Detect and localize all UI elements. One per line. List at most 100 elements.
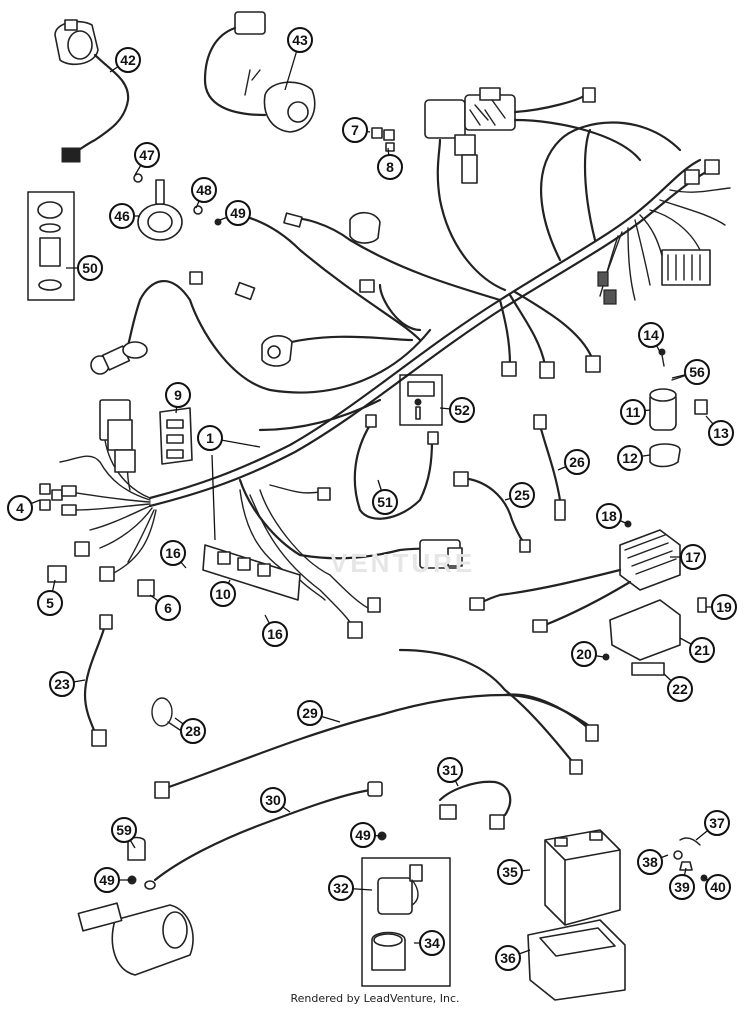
callout-circle — [115, 47, 141, 73]
callout-number: 29 — [302, 705, 318, 721]
callout-25: 25 — [504, 482, 535, 508]
callout-circle — [297, 700, 323, 726]
callout-circle — [705, 874, 731, 900]
bracket-21 — [602, 597, 707, 676]
bracket-10 — [202, 454, 301, 601]
callout-11: 11 — [620, 399, 651, 425]
callout-49: 49 — [350, 822, 383, 848]
callout-16: 16 — [262, 614, 288, 647]
callout-5: 5 — [37, 579, 63, 616]
callout-circle — [638, 322, 664, 348]
callout-8: 8 — [377, 147, 403, 180]
callout-59: 59 — [111, 817, 137, 849]
callout-circle — [711, 594, 737, 620]
callout-37: 37 — [695, 810, 730, 841]
callout-10: 10 — [210, 579, 236, 607]
callout-circle — [571, 641, 597, 667]
callout-number: 14 — [643, 327, 659, 343]
callout-circle — [260, 787, 286, 813]
regulator-17 — [469, 520, 681, 633]
battery-box-36 — [527, 919, 626, 1001]
box-item-50 — [27, 191, 75, 301]
callout-circle — [689, 637, 715, 663]
callout-number: 42 — [120, 52, 136, 68]
connectors-right-middle — [317, 487, 463, 639]
callout-circle — [495, 945, 521, 971]
callout-circle — [210, 581, 236, 607]
callout-number: 20 — [576, 646, 592, 662]
callout-39: 39 — [669, 867, 695, 900]
callout-13: 13 — [705, 415, 734, 446]
callout-number: 43 — [292, 32, 308, 48]
callout-number: 49 — [230, 205, 246, 221]
callout-number: 28 — [185, 723, 201, 739]
callout-40: 40 — [701, 874, 731, 900]
callout-circle — [667, 676, 693, 702]
callout-number: 10 — [215, 586, 231, 602]
callout-22: 22 — [663, 673, 693, 702]
callout-number: 48 — [196, 182, 212, 198]
callout-30: 30 — [260, 787, 291, 813]
callout-number: 4 — [16, 500, 24, 516]
callout-7: 7 — [342, 117, 371, 143]
callout-number: 16 — [165, 545, 181, 561]
callout-circle — [617, 445, 643, 471]
callout-circle — [449, 397, 475, 423]
horn-46 — [133, 173, 222, 241]
callout-29: 29 — [297, 700, 341, 726]
cable-tie-28 — [151, 697, 181, 731]
callout-21: 21 — [679, 637, 715, 663]
connector-block-right — [597, 159, 720, 305]
callout-circle — [77, 255, 103, 281]
switch-42 — [54, 19, 130, 163]
callout-20: 20 — [571, 641, 605, 667]
callout-circle — [225, 200, 251, 226]
callout-number: 1 — [206, 430, 214, 446]
callout-42: 42 — [109, 47, 141, 73]
callout-number: 36 — [500, 950, 516, 966]
callout-circle — [160, 540, 186, 566]
callout-circle — [704, 810, 730, 836]
callout-circle — [155, 595, 181, 621]
callout-number: 13 — [713, 425, 729, 441]
callout-number: 51 — [377, 494, 393, 510]
callout-32: 32 — [328, 875, 373, 901]
callout-38: 38 — [637, 849, 669, 875]
callout-56: 56 — [671, 359, 710, 385]
callout-circle — [7, 495, 33, 521]
callout-number: 40 — [710, 879, 726, 895]
callout-number: 6 — [164, 600, 172, 616]
socket-50 — [37, 201, 63, 291]
box-item-32-34 — [361, 857, 451, 987]
callout-circle — [328, 875, 354, 901]
wire-29 — [154, 648, 599, 799]
connectors-down — [501, 355, 601, 379]
sensor-52 — [407, 381, 435, 420]
cable-30 — [144, 781, 383, 890]
battery-35 — [544, 829, 621, 926]
callout-number: 12 — [622, 450, 638, 466]
callout-circle — [564, 449, 590, 475]
callout-number: 8 — [386, 159, 394, 175]
callout-circle — [49, 671, 75, 697]
wire-23 — [83, 614, 113, 747]
callout-circle — [620, 399, 646, 425]
callout-47: 47 — [134, 142, 160, 176]
bracket-9 — [159, 407, 193, 465]
callout-circle — [191, 177, 217, 203]
render-credit: Rendered by LeadVenture, Inc. — [290, 992, 460, 1005]
callout-9: 9 — [165, 382, 191, 414]
watermark-text: VENTURE — [330, 548, 476, 578]
box-item-52 — [399, 374, 443, 426]
callout-48: 48 — [191, 177, 217, 209]
callout-circle — [165, 382, 191, 408]
callout-circle — [637, 849, 663, 875]
callout-circle — [287, 27, 313, 53]
flasher-parts — [649, 348, 708, 468]
callout-number: 18 — [601, 508, 617, 524]
callout-number: 37 — [709, 815, 725, 831]
battery-terminals — [673, 837, 708, 882]
wire-31 — [438, 780, 512, 830]
